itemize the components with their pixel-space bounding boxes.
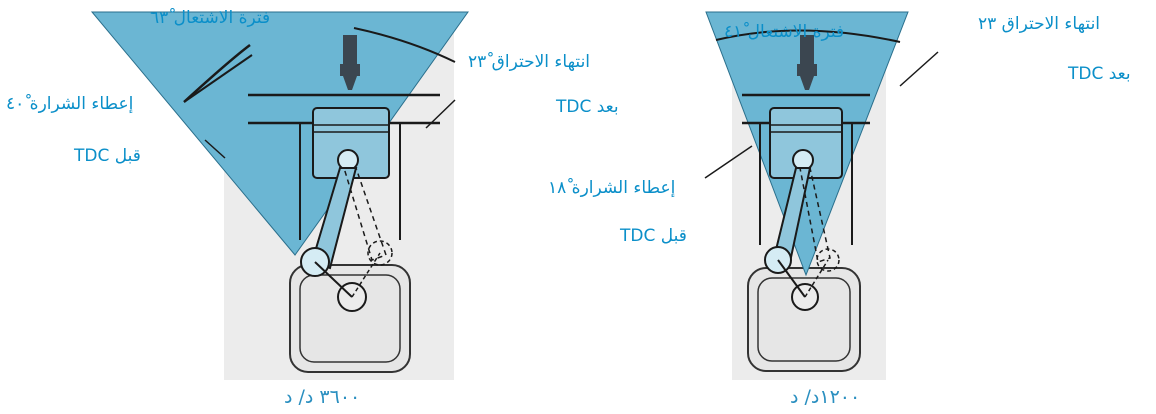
left-speed-caption: ٣٦٠٠ د/ د xyxy=(284,386,361,408)
left-combustion-end-label: انتهاء الاحتراق ٢٣ْ xyxy=(468,52,591,72)
right-spark-ref: قبل TDC xyxy=(620,226,687,246)
left-crankcase xyxy=(289,264,411,373)
left-connecting-rod xyxy=(310,167,358,270)
left-ignition-period-label: فترة الاشتعال ٦٣ْ xyxy=(150,8,271,28)
left-spark-label: إعطاء الشرارة ٤٠ْ xyxy=(6,94,134,114)
right-ignition-period-label: فترة الاشتعال ٤١ْ xyxy=(724,22,845,42)
right-engine-figure xyxy=(704,11,939,380)
right-spark-label: إعطاء الشرارة ١٨ْ xyxy=(548,178,676,198)
left-engine-figure xyxy=(90,11,469,380)
right-spark-plug xyxy=(800,35,814,65)
right-combustion-end-label: انتهاء الاحتراق ٢٣ xyxy=(978,14,1101,34)
right-speed-caption: ١٢٠٠د/ د xyxy=(790,386,861,408)
left-spark-ref: قبل TDC xyxy=(74,146,141,166)
left-spark-plug xyxy=(343,35,357,65)
right-combustion-end-ref: بعد TDC xyxy=(1068,64,1131,84)
left-combustion-end-ref: بعد TDC xyxy=(556,97,619,117)
